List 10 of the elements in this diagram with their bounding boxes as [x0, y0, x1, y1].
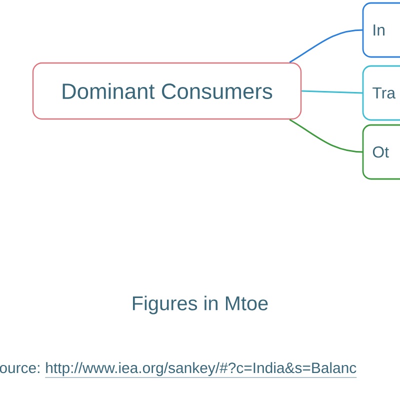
connector-line — [289, 29, 364, 64]
branch-box: Tra — [362, 65, 400, 121]
link-text: http://www.iea.org/sankey/#?c=India&s=Balanc — [44, 362, 357, 378]
connector-line — [302, 90, 364, 94]
branch-box: Ot — [362, 124, 400, 180]
caption-text: Figures in Mtoe — [132, 296, 268, 314]
topic-box: Dominant Consumers — [32, 62, 302, 120]
branch-box: In — [362, 2, 400, 58]
source-text: ource: — [0, 364, 40, 374]
connector-line — [289, 118, 364, 153]
